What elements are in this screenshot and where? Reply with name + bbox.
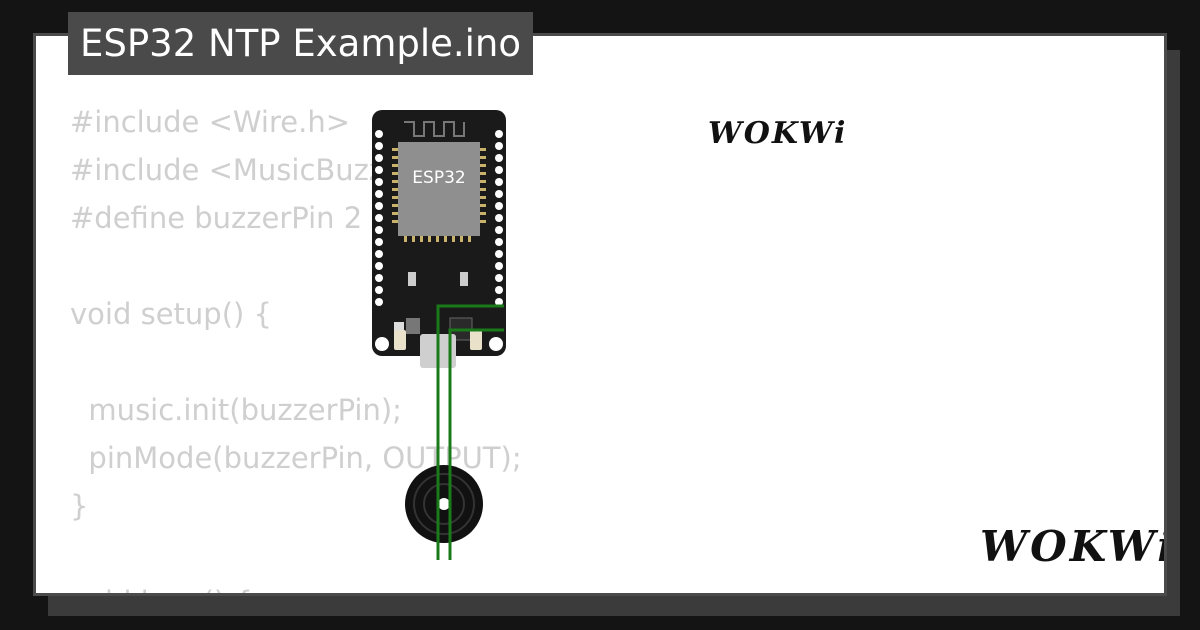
esp32-board-icon: ESP32 (372, 110, 506, 368)
circuit-diagram: ESP32 (372, 110, 506, 560)
project-title: ESP32 NTP Example.ino (68, 12, 534, 75)
wokwi-logo-small: WOKWi (708, 116, 848, 151)
code-line: #include <Wire.h> (70, 105, 351, 139)
project-card: #include <Wire.h>#include <MusicBuzzer.h… (33, 33, 1167, 596)
code-line: } (70, 489, 89, 523)
code-line: void loop() { (70, 578, 522, 593)
code-line: void setup() { (70, 297, 272, 331)
code-preview: #include <Wire.h>#include <MusicBuzzer.h… (70, 98, 522, 593)
wokwi-logo-large: WOKWi (980, 522, 1167, 571)
code-line: #define buzzerPin 2 (70, 201, 363, 235)
code-line: music.init(buzzerPin); (70, 393, 402, 427)
chip-label: ESP32 (412, 168, 465, 188)
wire-connections (436, 304, 504, 560)
buzzer-icon (405, 465, 483, 543)
wire-signal (436, 304, 504, 560)
code-line: pinMode(buzzerPin, OUTPUT); (70, 441, 522, 475)
wire-ground (448, 328, 504, 560)
